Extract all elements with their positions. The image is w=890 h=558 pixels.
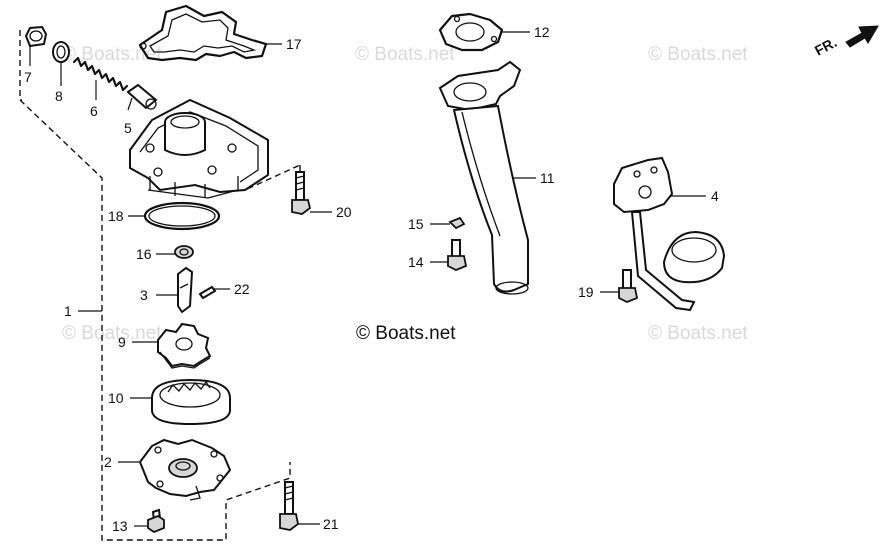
callout-10: 10 (108, 390, 124, 406)
callout-21: 21 (323, 516, 339, 532)
callout-22: 22 (234, 281, 250, 297)
front-label: FR. (812, 34, 839, 59)
part-11-pipe (438, 60, 529, 295)
callout-6: 6 (90, 103, 98, 119)
part-13-bolt (147, 508, 165, 534)
part-15-washer (448, 216, 466, 230)
part-17-gasket (138, 4, 268, 62)
callout-5: 5 (124, 120, 132, 136)
part-21-bolt (279, 481, 299, 531)
part-6-spring (72, 56, 129, 92)
center-brand-text: © Boats.net (356, 323, 456, 344)
part-20-bolt (291, 171, 312, 215)
part-7-cap (24, 25, 48, 48)
part-22-pin (198, 285, 217, 300)
leader-lines (29, 31, 706, 527)
callout-17: 17 (286, 36, 302, 52)
part-2-pump-cover (138, 438, 232, 501)
part-19-bolt (618, 269, 639, 303)
callout-15: 15 (408, 216, 424, 232)
callout-14: 14 (408, 254, 424, 270)
callout-2: 2 (104, 454, 112, 470)
watermark-mid-right: © Boats.net (648, 323, 748, 344)
part-4-oil-strainer (613, 156, 726, 312)
watermark-top-right: © Boats.net (648, 44, 748, 65)
callout-13: 13 (112, 518, 128, 534)
part-16-washer (174, 245, 194, 259)
callout-16: 16 (136, 246, 152, 262)
part-14-bolt (447, 239, 468, 271)
watermark-mid-left: © Boats.net (62, 323, 162, 344)
part-5-plunger (126, 83, 158, 110)
callout-3: 3 (140, 287, 148, 303)
callout-labels: 7 8 6 5 17 18 16 3 22 1 9 10 2 13 20 21 … (24, 24, 719, 534)
part-3-shaft (177, 266, 194, 314)
callout-7: 7 (24, 69, 32, 85)
callout-12: 12 (534, 24, 550, 40)
part-10-outer-rotor (151, 378, 231, 426)
watermark-top-center: © Boats.net (355, 44, 455, 65)
callout-4: 4 (711, 188, 719, 204)
front-direction-arrow: FR. (812, 25, 879, 59)
callout-9: 9 (118, 334, 126, 350)
callout-19: 19 (578, 284, 594, 300)
callout-1: 1 (64, 303, 72, 319)
part-9-inner-rotor (157, 322, 212, 369)
part-8-washer (52, 41, 70, 63)
callout-18: 18 (108, 208, 124, 224)
callout-20: 20 (336, 204, 352, 220)
front-arrow-icon (845, 25, 879, 48)
pump-body (129, 98, 269, 199)
part-18-o-ring (143, 201, 221, 231)
callout-11: 11 (540, 170, 555, 186)
callout-8: 8 (55, 88, 63, 104)
watermark-top-left: © Boats.net (62, 44, 162, 65)
part-12-gasket (438, 12, 504, 52)
